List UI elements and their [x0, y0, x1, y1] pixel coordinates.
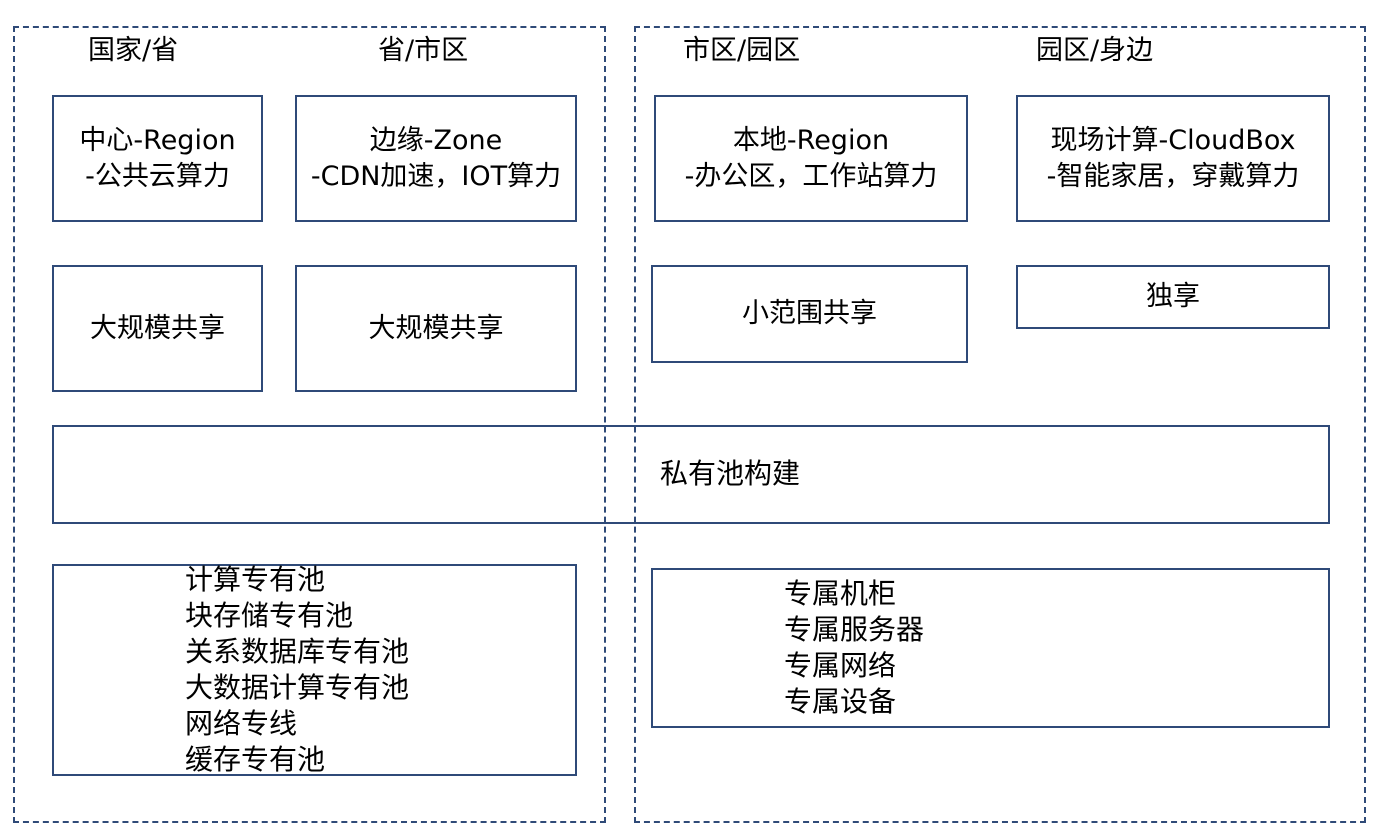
zone-box-title: 边缘-Zone — [369, 124, 503, 156]
dedicated-pools-list: 计算专有池 块存储专有池 关系数据库专有池 大数据计算专有池 网络专线 缓存专有… — [185, 562, 409, 778]
zone-box-title: 现场计算-CloudBox — [1050, 124, 1296, 156]
zone-box-edge-zone: 边缘-Zone -CDN加速，IOT算力 — [295, 95, 577, 222]
list-item: 专属服务器 — [784, 613, 925, 646]
zone-box-subtitle: -智能家居，穿戴算力 — [1046, 160, 1300, 192]
zone-box-title: 中心-Region — [79, 124, 236, 156]
region-local — [634, 26, 1366, 823]
sharing-box-label: 独享 — [1146, 281, 1200, 312]
list-item: 网络专线 — [185, 707, 298, 740]
sharing-box-label: 大规模共享 — [90, 312, 225, 344]
list-item: 计算专有池 — [185, 563, 326, 596]
zone-box-subtitle: -CDN加速，IOT算力 — [310, 160, 562, 192]
column-label-park-nearby: 园区/身边 — [1036, 35, 1154, 66]
list-item: 专属设备 — [784, 685, 897, 718]
private-pool-label: 私有池构建 — [660, 457, 801, 490]
sharing-box-small-scope: 小范围共享 — [651, 265, 968, 363]
dedicated-resources-box: 专属机柜 专属服务器 专属网络 专属设备 — [651, 568, 1330, 728]
private-pool-box: 私有池构建 — [52, 425, 1330, 524]
list-item: 专属机柜 — [784, 577, 897, 610]
list-item: 大数据计算专有池 — [185, 671, 410, 704]
zone-box-center-region: 中心-Region -公共云算力 — [52, 95, 263, 222]
list-item: 关系数据库专有池 — [185, 635, 410, 668]
list-item: 缓存专有池 — [185, 743, 326, 776]
zone-box-subtitle: -公共云算力 — [85, 160, 230, 192]
zone-box-subtitle: -办公区，工作站算力 — [684, 160, 938, 192]
dedicated-pools-box: 计算专有池 块存储专有池 关系数据库专有池 大数据计算专有池 网络专线 缓存专有… — [52, 562, 577, 778]
list-item: 块存储专有池 — [185, 599, 354, 632]
column-label-city-park: 市区/园区 — [683, 35, 801, 66]
sharing-box-label: 小范围共享 — [742, 298, 877, 329]
list-item: 专属网络 — [784, 649, 897, 682]
zone-box-cloudbox: 现场计算-CloudBox -智能家居，穿戴算力 — [1016, 95, 1330, 222]
sharing-box-label: 大规模共享 — [368, 312, 504, 344]
sharing-box-large-scale: 大规模共享 — [295, 265, 577, 392]
sharing-box-exclusive: 独享 — [1016, 265, 1330, 329]
column-label-country-province: 国家/省 — [88, 35, 179, 66]
region-public — [13, 26, 606, 823]
zone-box-local-region: 本地-Region -办公区，工作站算力 — [654, 95, 968, 222]
sharing-box-large-scale: 大规模共享 — [52, 265, 263, 392]
zone-box-title: 本地-Region — [732, 124, 890, 156]
dedicated-resources-list: 专属机柜 专属服务器 专属网络 专属设备 — [784, 576, 924, 720]
column-label-province-city: 省/市区 — [378, 35, 469, 66]
